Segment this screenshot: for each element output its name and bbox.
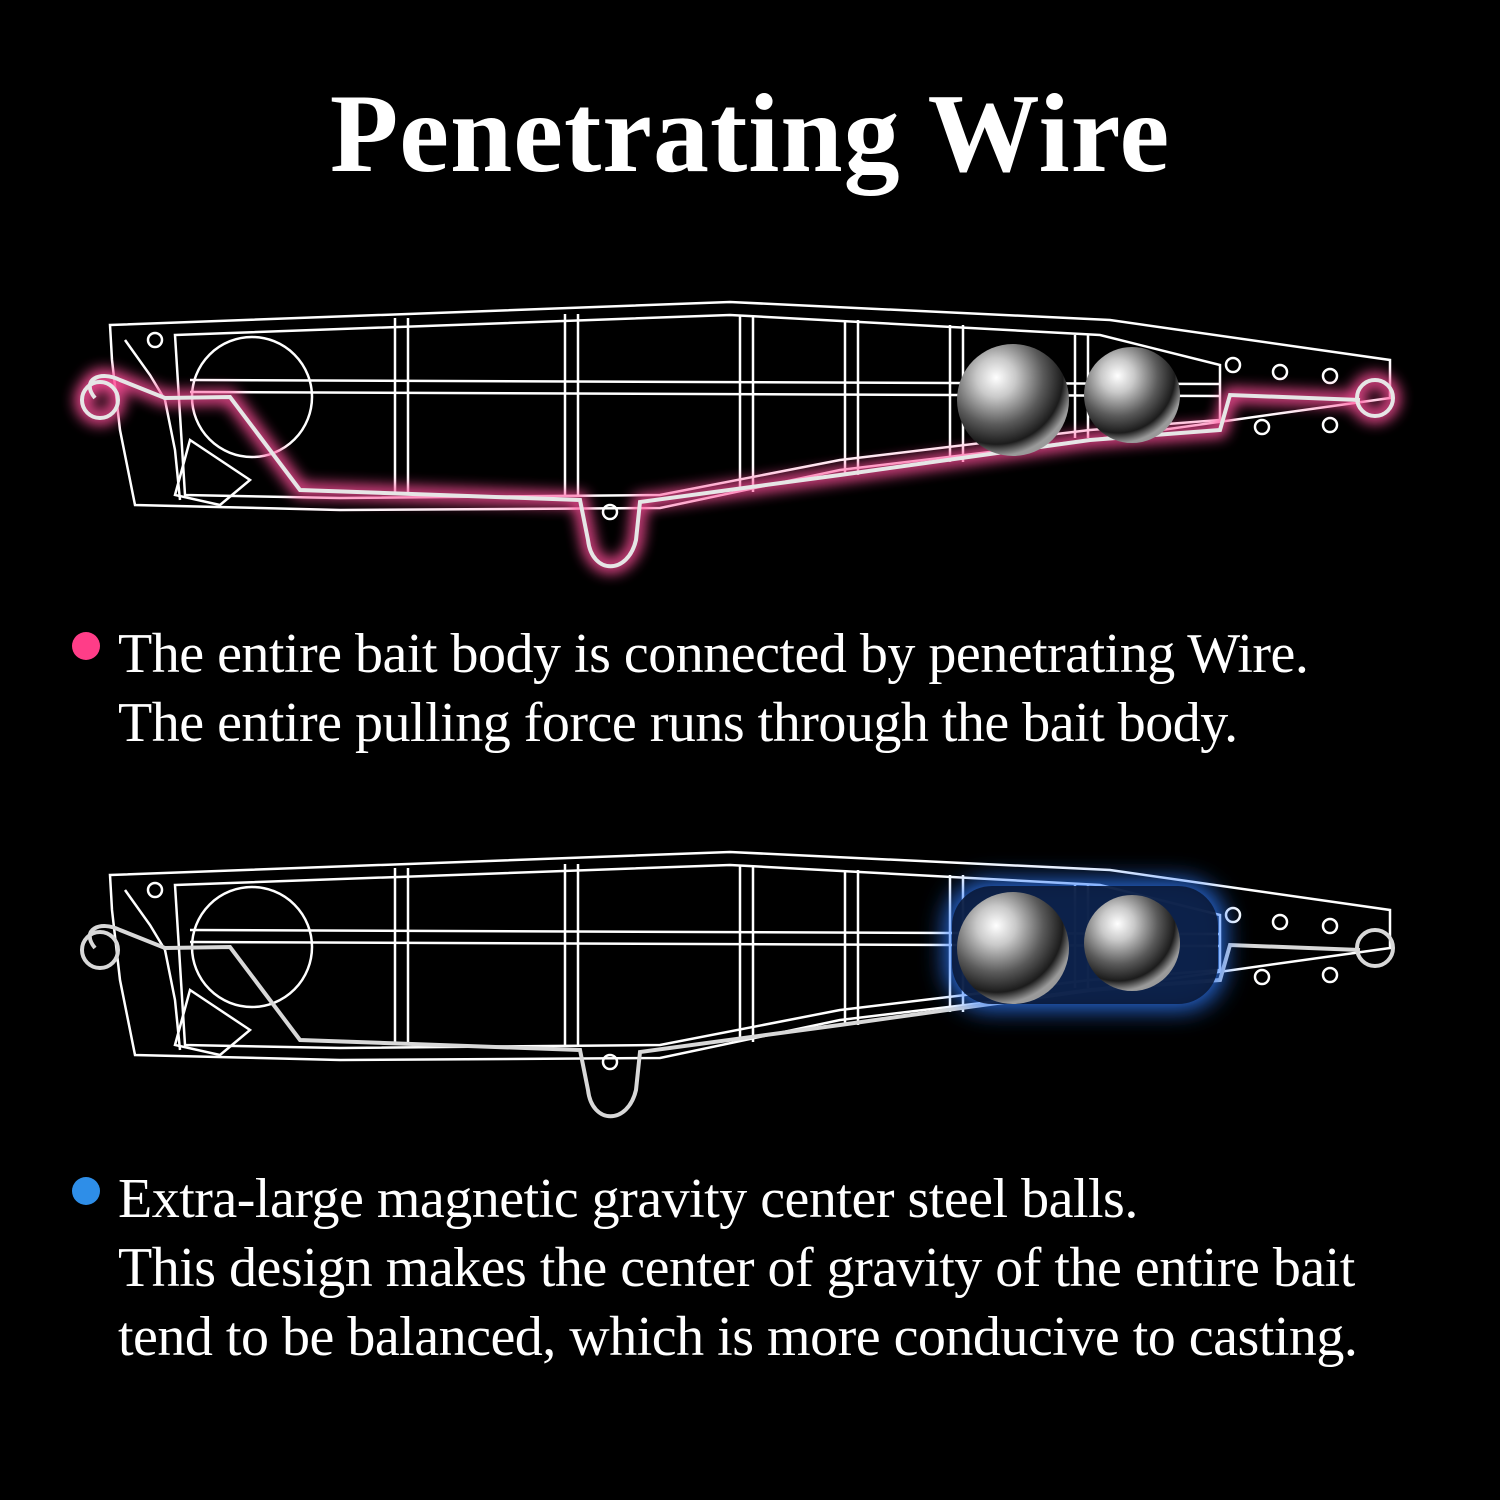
feature-wire-line-2: The entire pulling force runs through th… (118, 692, 1238, 754)
feature-balls-line-2: This design makes the center of gravity … (118, 1237, 1355, 1299)
feature-wire: The entire bait body is connected by pen… (72, 620, 1472, 758)
feature-balls-line-1: Extra-large magnetic gravity center stee… (118, 1168, 1138, 1230)
lure-balls-svg (80, 850, 1395, 1119)
steel-balls (957, 344, 1180, 456)
feature-steel-balls: Extra-large magnetic gravity center stee… (72, 1165, 1472, 1372)
bullet-blue (72, 1177, 100, 1205)
steel-balls-highlighted (957, 892, 1180, 1004)
feature-wire-line-1: The entire bait body is connected by pen… (118, 623, 1309, 685)
bullet-pink (72, 632, 100, 660)
wire-glow (75, 369, 1400, 574)
page-title: Penetrating Wire (329, 72, 1171, 196)
penetrating-wire (80, 374, 1395, 569)
feature-balls-line-3: tend to be balanced, which is more condu… (118, 1306, 1358, 1368)
lure-diagram-balls (40, 830, 1460, 1150)
lure-wire-svg (75, 300, 1400, 574)
wire (80, 924, 1395, 1119)
lure-diagram-wire (40, 280, 1460, 600)
